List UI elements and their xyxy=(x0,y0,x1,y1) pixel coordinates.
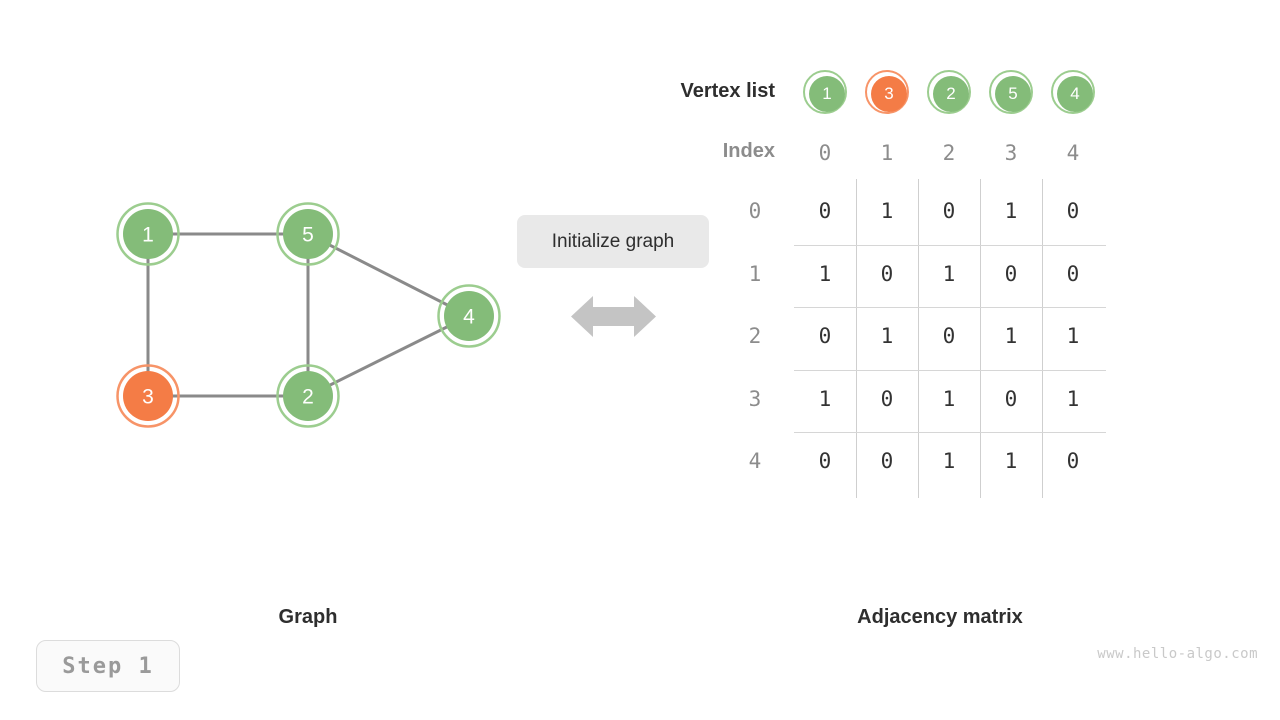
graph-node-ring xyxy=(276,364,340,428)
graph-node-ring xyxy=(276,202,340,266)
index-header-3: 3 xyxy=(1004,141,1018,165)
matrix-row-label-1: 1 xyxy=(748,261,762,286)
matrix-cell[interactable]: 0 xyxy=(1004,261,1018,286)
graph-node-3[interactable]: 3 xyxy=(116,364,180,428)
matrix-cell[interactable]: 1 xyxy=(942,449,956,474)
index-header-0: 0 xyxy=(818,141,832,165)
matrix-cell[interactable]: 0 xyxy=(880,386,894,411)
vertex-list-item-label: 3 xyxy=(871,76,907,112)
vertex-list-item-4[interactable]: 4 xyxy=(1051,70,1095,114)
matrix-cell[interactable]: 0 xyxy=(880,261,894,286)
matrix-cell[interactable]: 0 xyxy=(1066,199,1080,224)
matrix-cell[interactable]: 0 xyxy=(1066,449,1080,474)
step-badge: Step 1 xyxy=(36,640,180,692)
graph-node-label: 1 xyxy=(142,224,154,247)
matrix-cell[interactable]: 0 xyxy=(818,449,832,474)
index-label: Index xyxy=(722,140,775,162)
watermark: www.hello-algo.com xyxy=(1097,646,1258,662)
matrix-row-label-4: 4 xyxy=(748,449,762,474)
step-badge-label: Step 1 xyxy=(62,653,154,679)
graph-node-1[interactable]: 1 xyxy=(116,202,180,266)
graph-caption: Graph xyxy=(278,606,338,628)
double-arrow-horizontal-icon xyxy=(571,296,656,337)
graph-node-4[interactable]: 4 xyxy=(437,284,501,348)
matrix-cell[interactable]: 1 xyxy=(1004,199,1018,224)
matrix-cell[interactable]: 1 xyxy=(818,386,832,411)
vertex-list-item-label: 1 xyxy=(809,76,845,112)
graph-node-fill xyxy=(123,209,173,259)
matrix-cell[interactable]: 1 xyxy=(880,199,894,224)
matrix-row-label-0: 0 xyxy=(748,199,762,224)
graph-node-fill xyxy=(123,371,173,421)
matrix-cell[interactable]: 1 xyxy=(942,386,956,411)
matrix-cell[interactable]: 0 xyxy=(942,199,956,224)
graph-node-label: 2 xyxy=(302,386,314,409)
matrix-cell[interactable]: 0 xyxy=(818,199,832,224)
vertex-list-item-label: 4 xyxy=(1057,76,1093,112)
matrix-cell[interactable]: 0 xyxy=(1066,261,1080,286)
matrix-cell[interactable]: 1 xyxy=(1066,386,1080,411)
vertex-list-item-2[interactable]: 2 xyxy=(927,70,971,114)
graph-edge-layer xyxy=(146,232,470,398)
graph-node-label: 5 xyxy=(302,224,314,247)
matrix-cell[interactable]: 1 xyxy=(1004,324,1018,349)
graph-node-label: 3 xyxy=(142,386,154,409)
matrix-cell[interactable]: 0 xyxy=(818,324,832,349)
matrix-column-divider xyxy=(980,179,981,498)
matrix-column-divider xyxy=(856,179,857,498)
matrix-cell[interactable]: 1 xyxy=(818,261,832,286)
matrix-cell[interactable]: 0 xyxy=(942,324,956,349)
matrix-column-divider xyxy=(1042,179,1043,498)
matrix-cell[interactable]: 1 xyxy=(1004,449,1018,474)
operation-chip-label: Initialize graph xyxy=(551,230,675,252)
graph-node-fill xyxy=(283,371,333,421)
graph-node-fill xyxy=(444,291,494,341)
vertex-list-item-label: 5 xyxy=(995,76,1031,112)
graph-node-label: 4 xyxy=(463,306,475,329)
graph-node-ring xyxy=(437,284,501,348)
operation-chip: Initialize graph xyxy=(517,215,709,268)
graph-node-ring xyxy=(116,364,180,428)
matrix-row-label-2: 2 xyxy=(748,324,762,349)
matrix-column-divider xyxy=(918,179,919,498)
index-header-2: 2 xyxy=(942,141,956,165)
vertex-list-item-3[interactable]: 3 xyxy=(865,70,909,114)
graph-edge xyxy=(307,314,470,398)
vertex-list-item-1[interactable]: 1 xyxy=(803,70,847,114)
matrix-row-divider xyxy=(794,369,1106,371)
index-header-1: 1 xyxy=(880,141,894,165)
matrix-cell[interactable]: 1 xyxy=(942,261,956,286)
graph-node-fill xyxy=(283,209,333,259)
adjacency-matrix-caption: Adjacency matrix xyxy=(857,606,1023,628)
vertex-list-label: Vertex list xyxy=(680,80,775,102)
graph-node-5[interactable]: 5 xyxy=(276,202,340,266)
matrix-cell[interactable]: 0 xyxy=(1004,386,1018,411)
graph-edge xyxy=(307,232,470,318)
matrix-row-divider xyxy=(794,432,1106,433)
graph-node-ring xyxy=(116,202,180,266)
graph-node-layer: 1 5 3 2 4 xyxy=(116,202,501,428)
matrix-cell[interactable]: 0 xyxy=(880,449,894,474)
vertex-list-item-label: 2 xyxy=(933,76,969,112)
matrix-row-label-3: 3 xyxy=(748,386,762,411)
vertex-list-item-5[interactable]: 5 xyxy=(989,70,1033,114)
matrix-cell[interactable]: 1 xyxy=(1066,324,1080,349)
matrix-row-divider xyxy=(794,244,1106,246)
graph-node-2[interactable]: 2 xyxy=(276,364,340,428)
index-header-4: 4 xyxy=(1066,141,1080,165)
matrix-row-divider xyxy=(794,307,1106,308)
matrix-cell[interactable]: 1 xyxy=(880,324,894,349)
